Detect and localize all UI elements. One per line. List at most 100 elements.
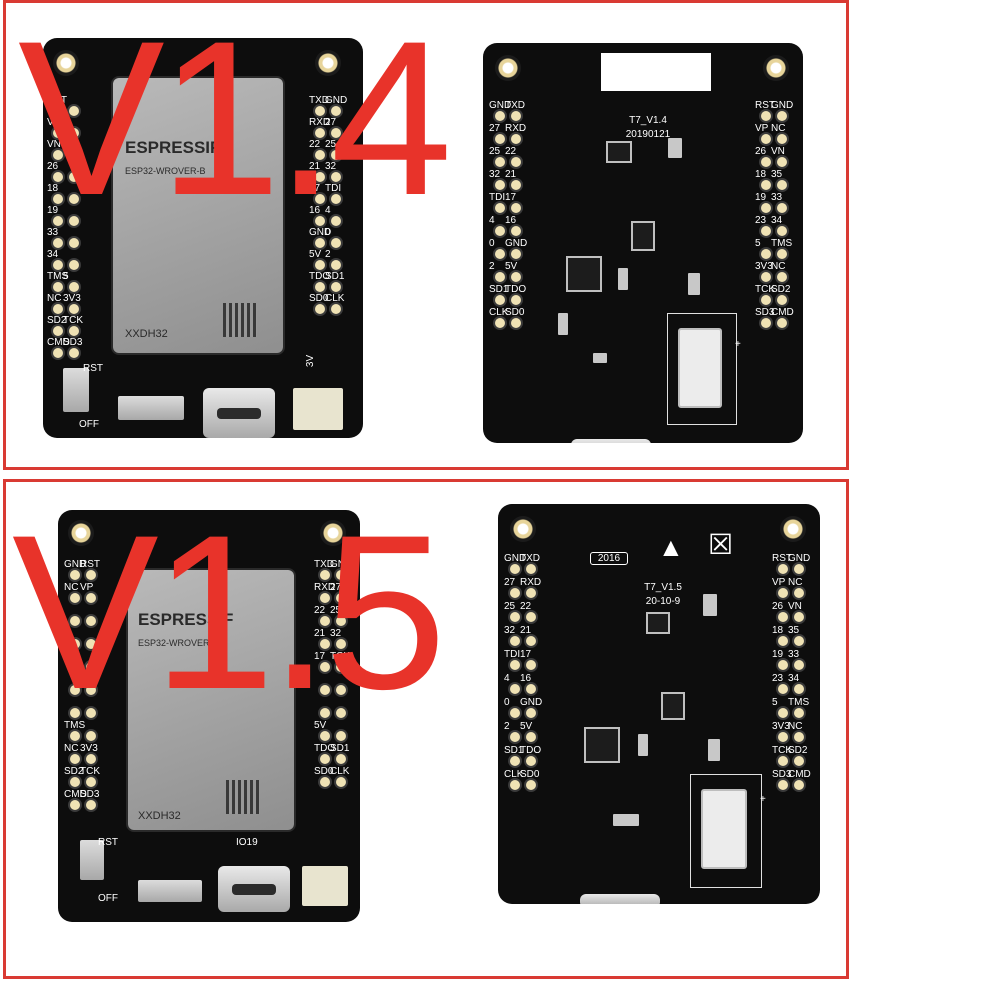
pin-label: 26: [755, 146, 767, 157]
header-pin: [70, 570, 80, 580]
pin-label: 25: [325, 139, 337, 150]
header-pin: [495, 134, 505, 144]
header-pin: [778, 564, 788, 574]
header-pin: [778, 732, 788, 742]
pin-label: 18: [47, 183, 59, 194]
front-board-v15: ESPRESSIF ESP32-WROVER-B XXDH32 RST OFF …: [58, 510, 360, 922]
header-pin: [86, 731, 96, 741]
pin-label: 25: [504, 601, 516, 612]
smd-component: [593, 353, 607, 363]
mount-hole: [320, 520, 346, 546]
pin-label: TXD: [520, 553, 540, 564]
board-date: 20-10-9: [645, 596, 681, 607]
header-pin: [526, 564, 536, 574]
pin-label: RXD: [505, 123, 527, 134]
pin-label: 25: [489, 146, 501, 157]
header-pin: [320, 593, 330, 603]
header-pin: [70, 639, 80, 649]
pin-label: NC: [771, 123, 786, 134]
pin-label: TCK: [80, 766, 100, 777]
reset-button[interactable]: [80, 840, 104, 880]
pin-label: 34: [771, 215, 783, 226]
header-pin: [331, 106, 341, 116]
pin-label: TCK: [63, 315, 83, 326]
module-brand: ESPRESSIF: [138, 610, 234, 629]
header-pin: [70, 708, 80, 718]
header-pin: [778, 780, 788, 790]
board-name: T7_V1.4: [629, 115, 667, 126]
pin-label: NC: [64, 582, 79, 593]
pin-label: 23: [755, 215, 767, 226]
pin-label: 32: [325, 161, 337, 172]
header-pin: [70, 662, 80, 672]
year-label: 2016: [590, 552, 628, 565]
header-pin: [315, 128, 325, 138]
battery-connector-outline: [690, 774, 762, 888]
header-pin: [511, 111, 521, 121]
pin-label: GND: [325, 95, 348, 106]
header-pin: [778, 660, 788, 670]
header-pin: [511, 134, 521, 144]
header-pin: [331, 238, 341, 248]
polarity-plus: +: [760, 794, 766, 805]
header-pin: [778, 684, 788, 694]
pin-label: 32: [504, 625, 516, 636]
pin-label: TCK: [772, 745, 792, 756]
board-date: 20190121: [625, 129, 671, 140]
header-pin: [53, 216, 63, 226]
header-pin: [53, 260, 63, 270]
power-switch[interactable]: [118, 396, 184, 420]
header-pin: [495, 272, 505, 282]
pin-label: NC: [64, 743, 79, 754]
pin-label: RST: [772, 553, 792, 564]
header-pin: [510, 612, 520, 622]
header-pin: [336, 754, 346, 764]
pin-label: TDO: [520, 745, 542, 756]
header-pin: [69, 216, 79, 226]
header-pin: [777, 295, 787, 305]
header-pin: [336, 616, 346, 626]
off-label: OFF: [98, 893, 118, 904]
header-pin: [53, 348, 63, 358]
header-pin: [761, 134, 771, 144]
pin-label: GND: [330, 559, 353, 570]
regulator-chip: [648, 614, 668, 632]
pin-label: 33: [788, 649, 800, 660]
pin-label: VP: [80, 582, 94, 593]
pin-label: 33: [47, 227, 59, 238]
header-pin: [526, 660, 536, 670]
pin-label: VN: [771, 146, 785, 157]
reset-button[interactable]: [63, 368, 89, 412]
header-pin: [315, 106, 325, 116]
pin-label: 19: [755, 192, 767, 203]
module-code: XXDH32: [138, 810, 181, 822]
header-pin: [86, 639, 96, 649]
pin-label: SD0: [309, 293, 329, 304]
header-pin: [315, 194, 325, 204]
header-pin: [761, 295, 771, 305]
header-pin: [53, 194, 63, 204]
pin-label: TMS: [64, 720, 86, 731]
mount-hole: [68, 520, 94, 546]
power-switch[interactable]: [138, 880, 202, 902]
header-pin: [336, 639, 346, 649]
front-board-v14: ESPRESSIF ESP32-WROVER-B XXDH32 RST OFF …: [43, 38, 363, 438]
header-pin: [69, 194, 79, 204]
header-pin: [70, 731, 80, 741]
header-pin: [777, 180, 787, 190]
board-name: T7_V1.5: [644, 582, 682, 593]
pin-label: TDI: [504, 649, 521, 660]
header-pin: [320, 639, 330, 649]
header-pin: [53, 106, 63, 116]
header-pin: [336, 570, 346, 580]
usb-serial-chip: [568, 258, 600, 290]
header-pin: [526, 732, 536, 742]
header-pin: [511, 295, 521, 305]
header-pin: [70, 593, 80, 603]
header-pin: [778, 612, 788, 622]
rst-label: RST: [98, 837, 118, 848]
header-pin: [761, 318, 771, 328]
header-pin: [761, 226, 771, 236]
pin-label: 3V3: [772, 721, 790, 732]
pin-label: 27: [504, 577, 516, 588]
